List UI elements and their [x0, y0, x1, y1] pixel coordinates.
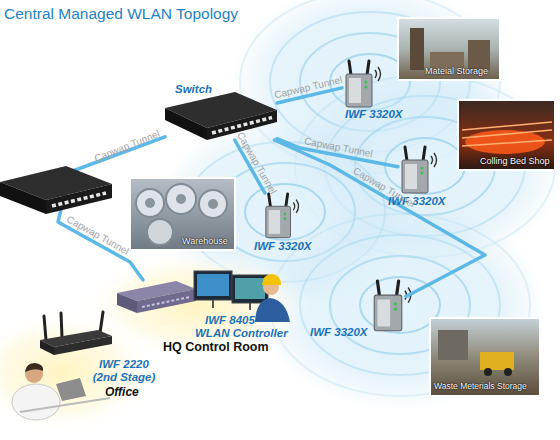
storage-stack: [430, 52, 464, 68]
device-label: Switch: [175, 83, 212, 96]
switch-side: [0, 182, 46, 214]
steel-coil: [166, 184, 196, 214]
site-photo: Waste Meterials Storage: [430, 318, 540, 396]
truck-wheel: [504, 368, 512, 376]
photo-frame: [458, 100, 555, 170]
switch-ports: [52, 193, 106, 206]
control-monitors: [194, 271, 268, 310]
photo-caption: Mateial Storage: [425, 66, 488, 76]
access-point-device: [346, 61, 381, 107]
capwap-tunnel-line: [58, 137, 165, 280]
tunnel-label: Capwap Tunnel: [93, 128, 162, 164]
laptop: [56, 378, 86, 401]
device-label: IWF 3320X: [254, 240, 312, 253]
device-label: WLAN Controller: [195, 327, 288, 340]
operator-body: [255, 298, 290, 322]
antenna: [44, 316, 46, 340]
plant-building: [438, 330, 468, 360]
switch-node: Switch: [165, 92, 277, 140]
router-side: [40, 340, 54, 355]
steel-coil: [199, 190, 227, 218]
monitor: [232, 275, 268, 303]
controller-front: [137, 289, 196, 313]
waste-photo: [430, 318, 540, 396]
dump-truck: [480, 352, 514, 370]
monitor-screen: [197, 274, 229, 296]
monitor-stand: [212, 300, 214, 308]
switch-side: [165, 108, 207, 140]
worker-hair: [25, 363, 43, 372]
site-photo: Warehouse: [130, 178, 235, 250]
steel-coil: [136, 189, 164, 217]
diagram-title: Central Managed WLAN Topology: [4, 5, 238, 23]
wlan-controller-device: [117, 281, 196, 313]
monitor: [194, 271, 232, 300]
device-label: IWF 2220 (2nd Stage): [88, 358, 160, 384]
device-label: IWF 3320X: [310, 326, 368, 339]
access-point-device: [374, 281, 411, 331]
office-router-device: [40, 312, 112, 355]
coil-core: [208, 199, 218, 209]
site-photo: Mateial Storage: [398, 18, 500, 80]
monitor-screen: [235, 278, 265, 299]
truck-wheel: [484, 368, 492, 376]
tunnel-label: Capwap Tunnel: [65, 213, 131, 256]
worker-body: [12, 384, 60, 420]
access-point-device: [266, 194, 299, 238]
device-label: Office: [105, 386, 139, 399]
controller-ports: [142, 297, 190, 307]
access-point: IWF 3320X: [262, 193, 294, 239]
rolling-bars: [462, 122, 552, 146]
device-label: IWF 3320X: [345, 108, 403, 121]
material-photo: [398, 18, 500, 80]
access-point: IWF 3320X: [370, 280, 406, 332]
photo-frame: [130, 178, 235, 250]
network-switch: [165, 92, 277, 140]
device-label: HQ Control Room: [163, 340, 269, 354]
colling-photo: [458, 100, 555, 170]
crane-tower: [410, 28, 424, 70]
antenna: [100, 312, 103, 333]
warehouse-photo: [130, 178, 235, 250]
access-point: IWF 3320X: [398, 146, 432, 194]
photo-caption: Waste Meterials Storage: [434, 382, 527, 392]
coil-core: [176, 194, 186, 204]
storage-stack: [468, 40, 490, 70]
wlan-controller: IWF 8405WLAN ControllerHQ Control Room: [115, 280, 197, 316]
coverage-waves: [155, 0, 560, 410]
capwap-tunnel-line: [274, 140, 485, 297]
photo-caption: Warehouse: [182, 236, 228, 246]
photo-caption: Colling Bed Shop: [480, 156, 550, 166]
device-label: IWF 8405: [205, 314, 255, 327]
office-router: IWF 2220 (2nd Stage)Office: [38, 312, 114, 356]
access-point: IWF 3320X: [342, 60, 376, 108]
operator-figure: [255, 274, 290, 322]
steel-coil: [147, 219, 173, 245]
network-switch: [0, 166, 112, 214]
access-point-device: [402, 147, 437, 193]
photo-frame: [430, 318, 540, 396]
site-photo: Colling Bed Shop: [458, 100, 555, 170]
coil-core: [145, 198, 155, 208]
monitor-stand: [249, 303, 251, 310]
desk-edge: [20, 398, 110, 412]
switch-front: [46, 184, 112, 214]
router-front: [54, 336, 112, 355]
hard-hat: [262, 274, 281, 285]
controller-side: [117, 293, 137, 313]
antenna: [61, 313, 62, 337]
photo-frame: [398, 18, 500, 80]
